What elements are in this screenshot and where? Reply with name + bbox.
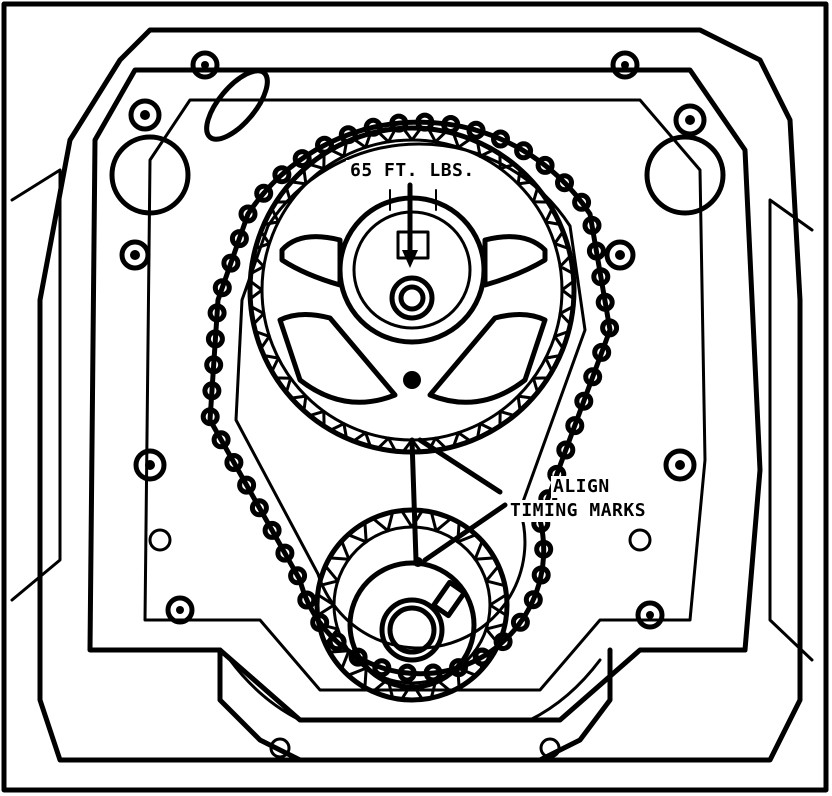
bolt-hole [604,239,636,271]
chain-link [297,590,317,610]
chain-link [202,381,222,401]
leader-line-upper [417,437,503,495]
chain-link [534,539,554,559]
chain-link [292,149,312,169]
bolt-hole [635,600,665,630]
chain-link [254,183,274,203]
chain-link [591,267,611,287]
chain-link [397,663,417,683]
lower-housing-right-bulge [528,658,602,722]
sprocket-window [277,312,398,405]
crankshaft-sprocket [314,507,510,703]
chain-link [592,342,612,362]
bolt-hole [673,103,707,137]
chain-link [372,658,392,678]
chain-link [272,165,292,185]
chain-link [565,416,585,436]
bolt-hole [165,595,195,625]
chain-link [204,355,224,375]
left-dowel-boss [109,134,191,216]
front-cover-inner [143,98,707,692]
block-right-edge [768,198,814,662]
chain-link [491,129,510,149]
bolt-hole [663,448,697,482]
sprocket-window [427,312,548,405]
bolt-hole [628,528,652,552]
leader-line-lower [422,502,508,563]
crank-bore [379,597,445,663]
chain-link [535,155,555,175]
timing-chain-loop-inner [234,142,587,650]
chain-link [582,215,602,235]
chain-link [583,367,603,387]
chain-link [249,498,269,518]
torque-callout-arrow [389,182,437,268]
chain-link [262,520,282,540]
align-label: ALIGN [551,476,612,498]
chain-link [229,229,249,249]
chain-link [348,647,368,667]
lower-housing [217,647,613,763]
right-dowel-boss [644,134,726,216]
bolt-hole [119,239,151,271]
chain-link [238,204,258,224]
chain-link [237,475,257,495]
bolt-hole [133,448,167,482]
sprocket-window [482,234,548,288]
chain-link [586,241,606,261]
chain-link [510,612,530,632]
chain-link [531,565,551,585]
chain-link [514,141,534,161]
sprocket-teeth [248,126,576,454]
sprocket-teeth [316,509,508,701]
alignment-line [409,437,419,563]
oil-plug [204,68,270,142]
cover-bolt-holes [119,50,707,759]
chain-link [523,590,543,610]
crank-key [431,579,467,619]
chain-link [205,329,225,349]
chain-link [555,173,574,193]
chain-link [466,120,486,140]
chain-link [224,453,244,472]
chain-link [207,303,227,323]
cam-bolt [389,275,435,321]
timing-mark-alignment [409,437,508,563]
chain-link [221,253,241,273]
crank-hub [347,560,477,690]
sprocket-window [279,234,343,288]
chain-link [595,292,615,312]
chain-link [574,391,594,411]
chain-link [556,440,576,460]
block-left-edge [10,168,62,602]
chain-link [275,543,295,563]
engine-block-outline [37,27,803,763]
chain-link [211,430,231,450]
chain-link [288,566,308,586]
bolt-hole [610,50,640,80]
bolt-hole [148,528,172,552]
timing-marks-label: TIMING MARKS [508,500,649,522]
front-cover-plate [87,67,763,723]
bolt-hole [190,50,220,80]
chain-link [600,318,620,338]
cam-timing-dot [403,371,421,389]
torque-spec-label: 65 FT. LBS. [346,160,479,182]
chain-link [200,407,220,427]
chain-link [212,278,232,298]
chain-link [572,192,592,212]
bolt-hole [128,98,162,132]
lower-housing-left-bulge [228,658,302,722]
